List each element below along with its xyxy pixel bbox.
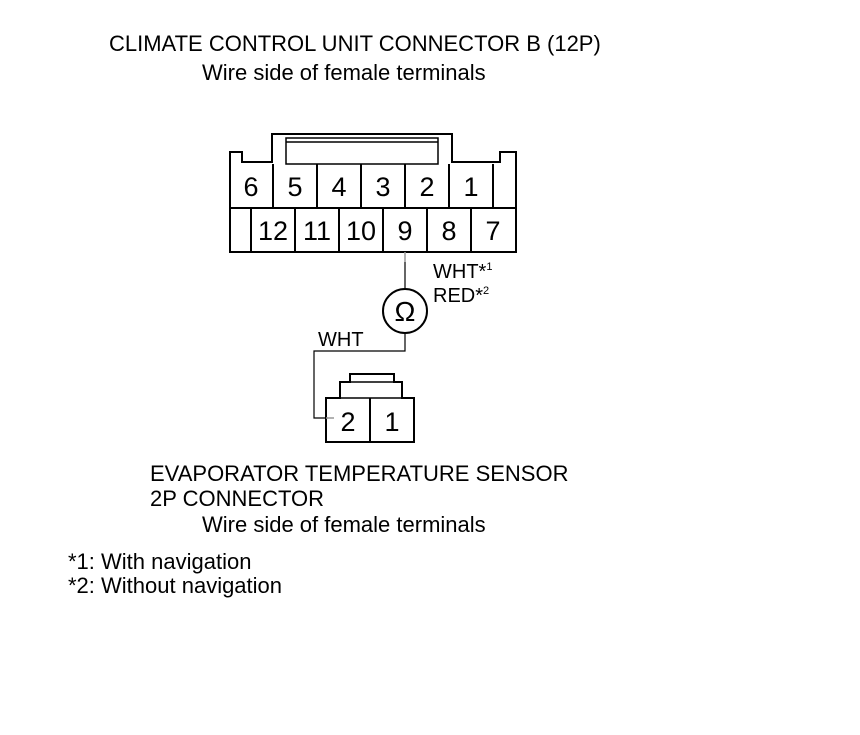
footnote-2: *2: Without navigation: [68, 573, 283, 598]
sensor-pin-1: 1: [384, 407, 399, 437]
bottom-connector: [325, 373, 415, 443]
pin-4: 4: [331, 172, 346, 202]
sensor-pin-2: 2: [340, 407, 355, 437]
pin-11: 11: [303, 216, 331, 246]
ohm-symbol: Ω: [395, 296, 416, 327]
pin-10: 10: [346, 216, 376, 246]
pin-1: 1: [463, 172, 478, 202]
pin-2: 2: [419, 172, 434, 202]
pin-6: 6: [243, 172, 258, 202]
pin-3: 3: [375, 172, 390, 202]
pin-5: 5: [287, 172, 302, 202]
wire: [313, 262, 406, 419]
sensor-connector-title-line2: 2P CONNECTOR: [150, 486, 325, 511]
footnote-1: *1: With navigation: [68, 549, 252, 574]
pin-12: 12: [258, 216, 288, 246]
top-connector-subtitle: Wire side of female terminals: [202, 60, 486, 85]
wire-color-label-2: RED*2: [433, 285, 489, 307]
pin-8: 8: [441, 216, 456, 246]
ohmmeter-icon: [382, 288, 428, 334]
pin-9: 9: [397, 216, 412, 246]
wire-color-label-3: WHT: [318, 329, 364, 351]
wire-color-label-1: WHT*1: [433, 261, 492, 283]
top-connector: [229, 133, 517, 253]
top-connector-title: CLIMATE CONTROL UNIT CONNECTOR B (12P): [109, 31, 601, 56]
sensor-connector-title-line1: EVAPORATOR TEMPERATURE SENSOR: [150, 461, 569, 486]
sensor-connector-subtitle: Wire side of female terminals: [202, 512, 486, 537]
pin-7: 7: [485, 216, 500, 246]
